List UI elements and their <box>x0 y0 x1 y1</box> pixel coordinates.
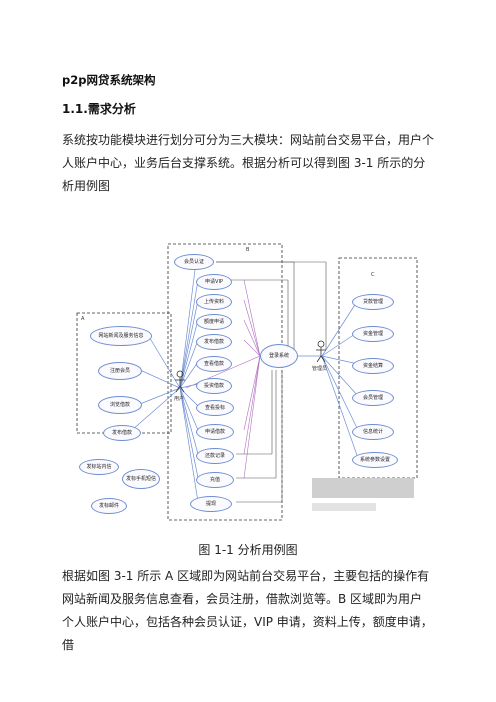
uc-notify-message: 发标站内信 <box>79 459 119 475</box>
uc-publish-loan: 发布借款 <box>196 334 232 350</box>
uc-repay-record: 还款记录 <box>196 448 234 464</box>
uc-invest: 投资借款 <box>196 378 232 394</box>
uc-register: 注册会员 <box>98 362 142 380</box>
use-case-diagram: A B C 网站新闻及服务信息 注册会员 浏览借款 发布借款 发标站内信 发标手… <box>76 240 420 525</box>
paragraph-intro: 系统按功能模块进行划分可分为三大模块：网站前台交易平台，用户个人账户中心，业务后… <box>62 133 435 193</box>
actor-user-figure <box>175 370 185 393</box>
diagram-lines <box>76 243 418 521</box>
uc-login: 登录系统 <box>260 344 298 368</box>
uc-member-auth: 会员认证 <box>174 254 214 270</box>
paragraph-description: 根据如图 3-1 所示 A 区域即为网站前台交易平台，主要包括的操作有网站新闻及… <box>62 569 433 652</box>
uc-news: 网站新闻及服务信息 <box>90 326 152 346</box>
figure-caption: 图 1-1 分析用例图 <box>198 543 298 557</box>
uc-view-bids: 查看投标 <box>196 400 234 416</box>
uc-request-loan: 申请借款 <box>196 424 234 440</box>
uc-credit-apply: 额度申请 <box>196 314 232 330</box>
uc-withdraw: 提现 <box>190 496 232 512</box>
uc-fund-mgmt: 资金管理 <box>352 326 394 342</box>
uc-notify-email: 发标邮件 <box>91 498 127 514</box>
uc-view-loans: 查看借款 <box>196 356 232 372</box>
uc-publish-loan-left: 发布借款 <box>103 425 141 441</box>
uc-statistics: 信息统计 <box>352 424 394 440</box>
watermark-strip <box>312 503 376 511</box>
watermark-block <box>312 478 414 498</box>
uc-deposit: 充值 <box>196 472 234 488</box>
uc-upload-docs: 上传资料 <box>196 294 232 310</box>
uc-settlement: 资金结算 <box>352 358 394 374</box>
section-heading: 1.1.需求分析 <box>62 102 136 116</box>
uc-notify-sms: 发标手机短信 <box>122 469 160 489</box>
uc-member-mgmt: 会员管理 <box>352 390 394 406</box>
uc-apply-vip: 申请VIP <box>196 274 232 290</box>
actor-user-label: 用户 <box>174 396 185 402</box>
uc-loan-mgmt: 贷款管理 <box>352 294 394 310</box>
doc-title: p2p网贷系统架构 <box>62 73 156 87</box>
uc-browse-loans: 浏览借款 <box>98 396 142 414</box>
actor-admin-figure <box>316 340 326 363</box>
zone-c-label: C <box>371 272 375 278</box>
zone-b-label: B <box>246 247 250 253</box>
actor-admin-label: 管理员 <box>312 366 328 372</box>
zone-a-label: A <box>81 316 85 322</box>
uc-sys-params: 系统参数设置 <box>352 452 398 468</box>
